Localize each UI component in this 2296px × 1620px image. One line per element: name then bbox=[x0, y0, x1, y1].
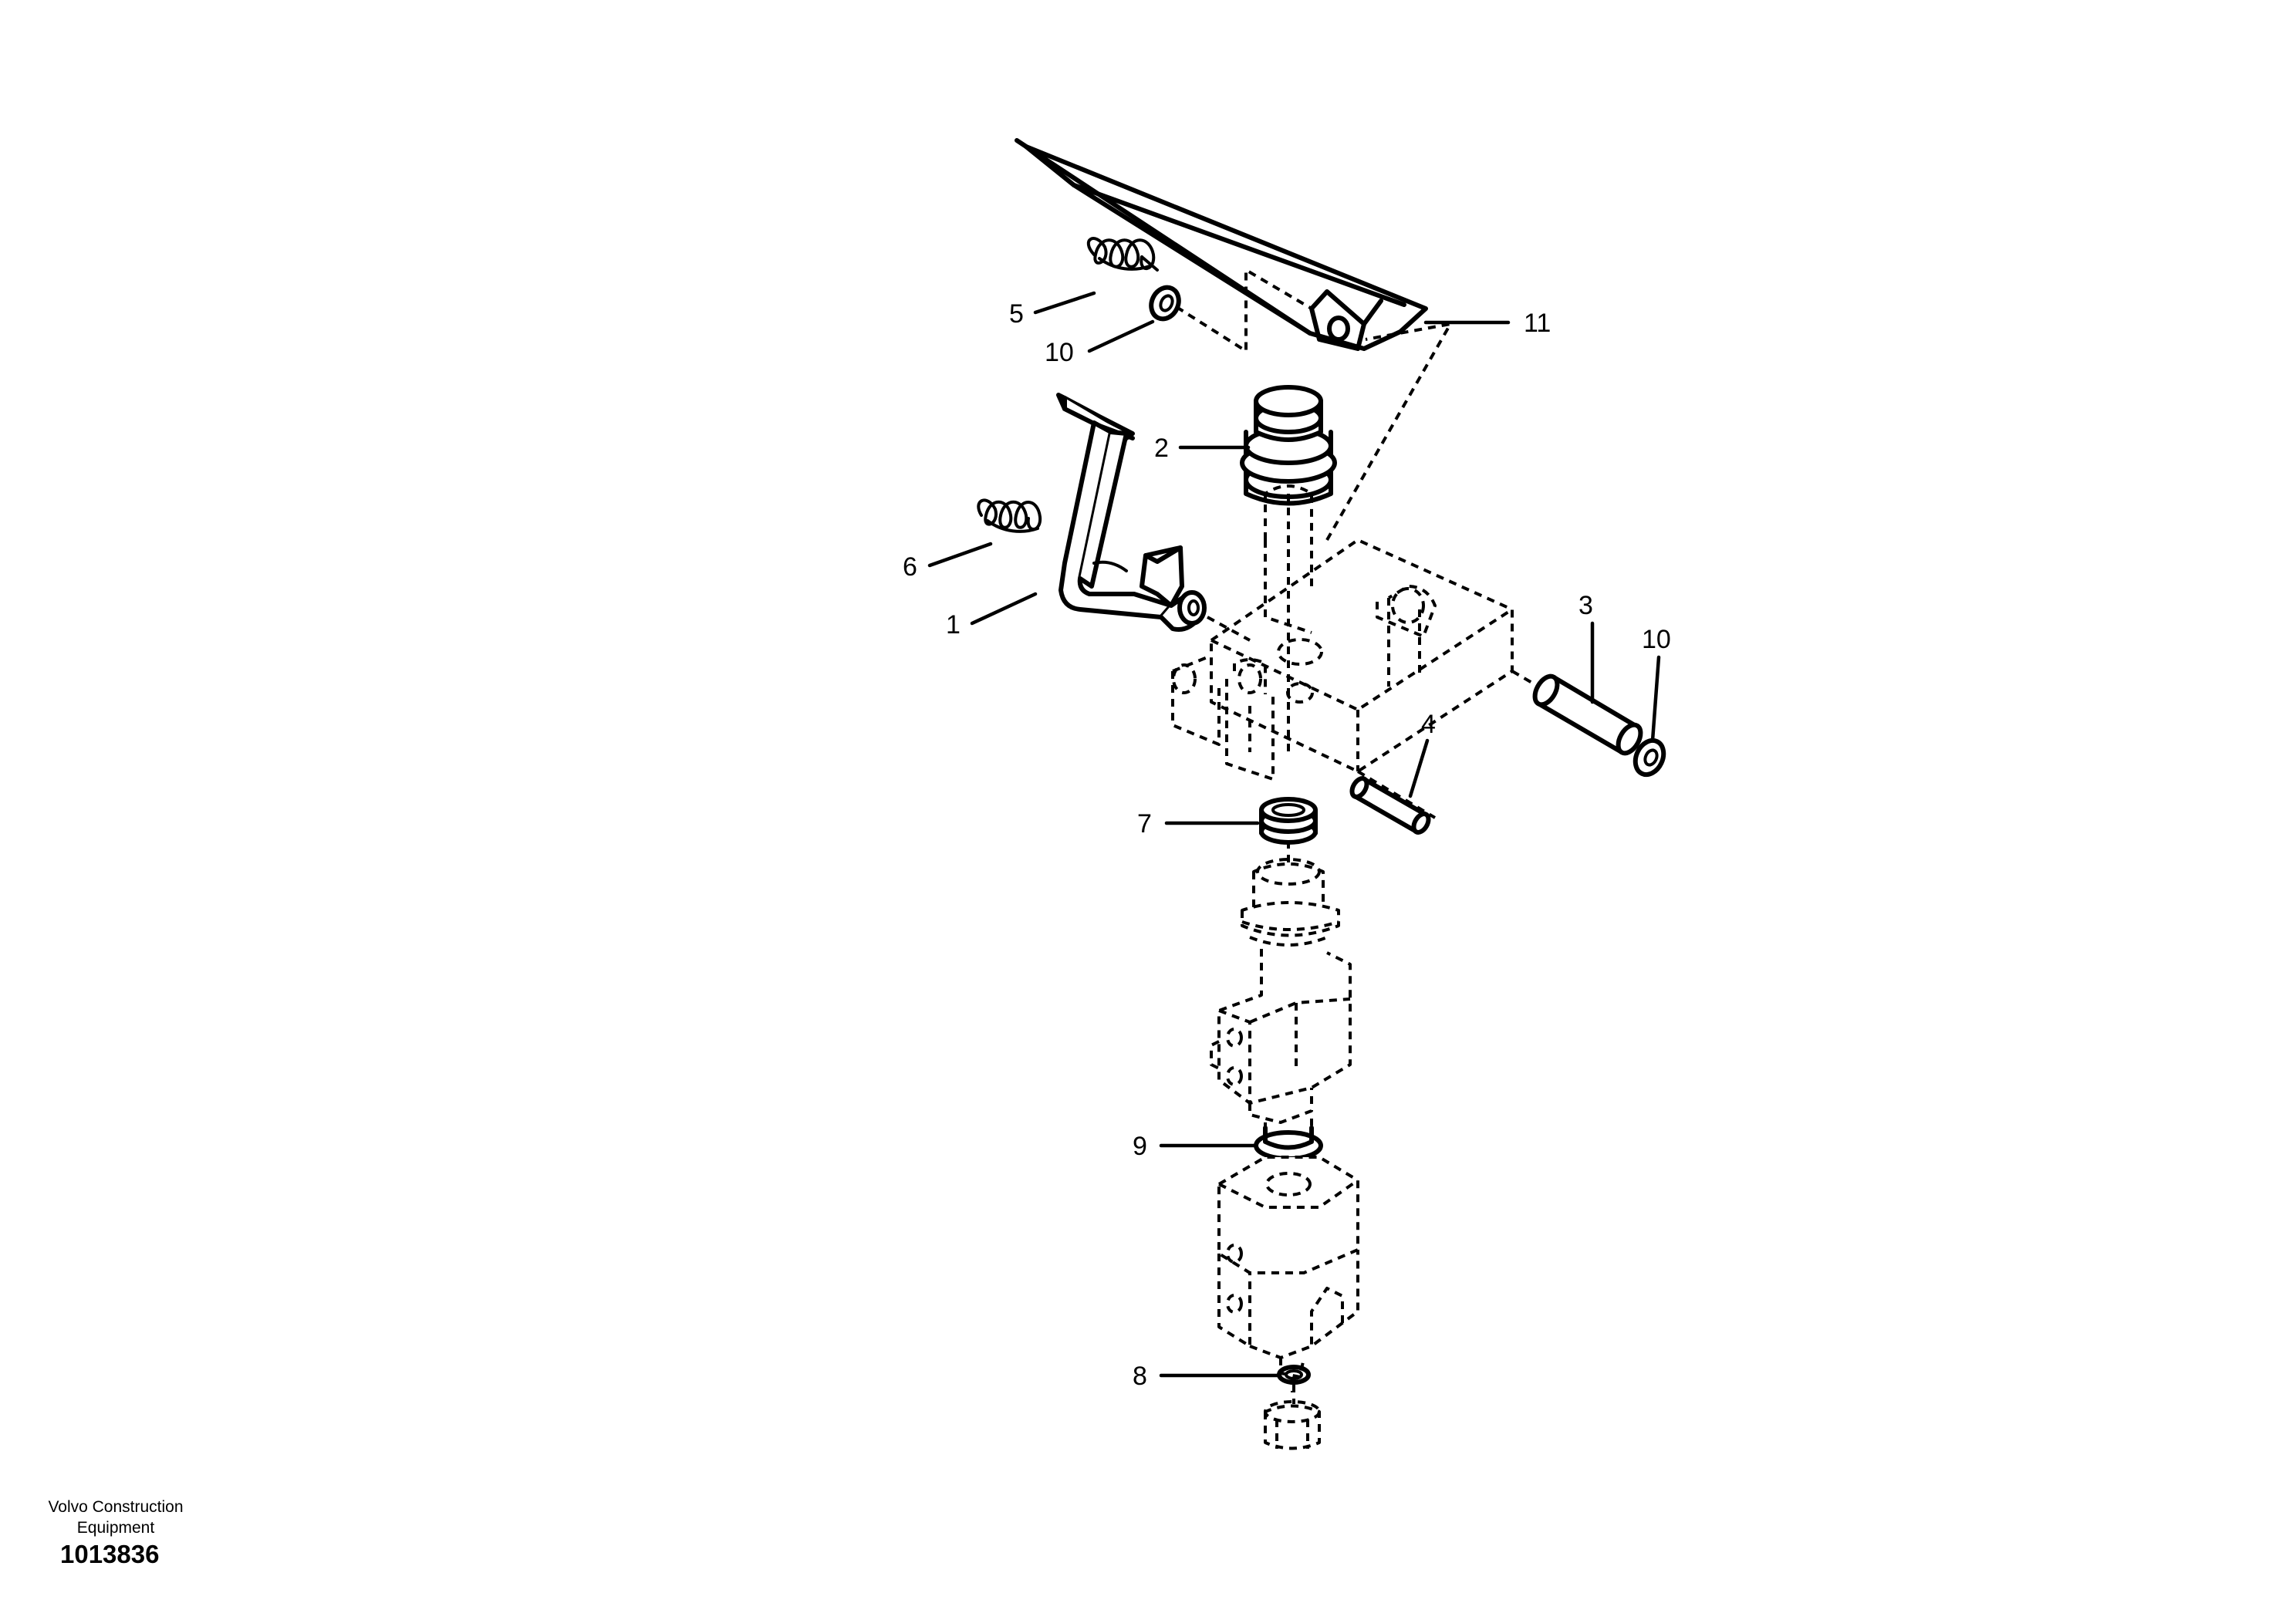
callout-7: 7 bbox=[1137, 809, 1152, 839]
callout-9: 9 bbox=[1133, 1132, 1147, 1161]
part-2-rubber-boot bbox=[1240, 385, 1337, 506]
part-4-pin bbox=[1349, 776, 1431, 835]
callout-2: 2 bbox=[1154, 434, 1169, 463]
part-11-pedal bbox=[1015, 138, 1428, 351]
callout-6: 6 bbox=[903, 552, 917, 582]
valve-upper-body bbox=[1210, 858, 1352, 1149]
callout-3: 3 bbox=[1578, 591, 1593, 620]
callout-10-upper: 10 bbox=[1045, 338, 1074, 367]
callout-labels: 11 5 10 2 6 1 3 10 4 7 9 8 bbox=[903, 299, 1671, 1391]
part-3-pin bbox=[1532, 673, 1643, 756]
callout-4: 4 bbox=[1421, 710, 1436, 739]
company-name-line1: Volvo Construction bbox=[48, 1498, 184, 1516]
plug bbox=[1264, 1385, 1321, 1450]
part-1-lever bbox=[1056, 393, 1207, 632]
callout-8: 8 bbox=[1133, 1362, 1147, 1391]
part-6-spring bbox=[977, 498, 1042, 533]
valve-lower-body bbox=[1217, 1156, 1359, 1392]
callout-10-right: 10 bbox=[1642, 625, 1671, 654]
part-9-o-ring bbox=[1254, 1126, 1323, 1161]
callout-1: 1 bbox=[946, 610, 961, 640]
part-5-spring bbox=[1086, 237, 1159, 272]
leader-lines bbox=[927, 291, 1661, 1378]
company-name-line2: Equipment bbox=[76, 1519, 155, 1537]
part-7-seal bbox=[1259, 797, 1318, 845]
callout-11: 11 bbox=[1524, 309, 1551, 338]
document-number: 1013836 bbox=[60, 1540, 160, 1568]
part-10-washer-upper bbox=[1149, 285, 1181, 322]
bracket-assembly bbox=[1171, 484, 1514, 781]
callout-5: 5 bbox=[1009, 299, 1024, 329]
company-name: Volvo Construction Equipment bbox=[31, 1497, 201, 1538]
part-10-washer-right bbox=[1633, 737, 1666, 778]
